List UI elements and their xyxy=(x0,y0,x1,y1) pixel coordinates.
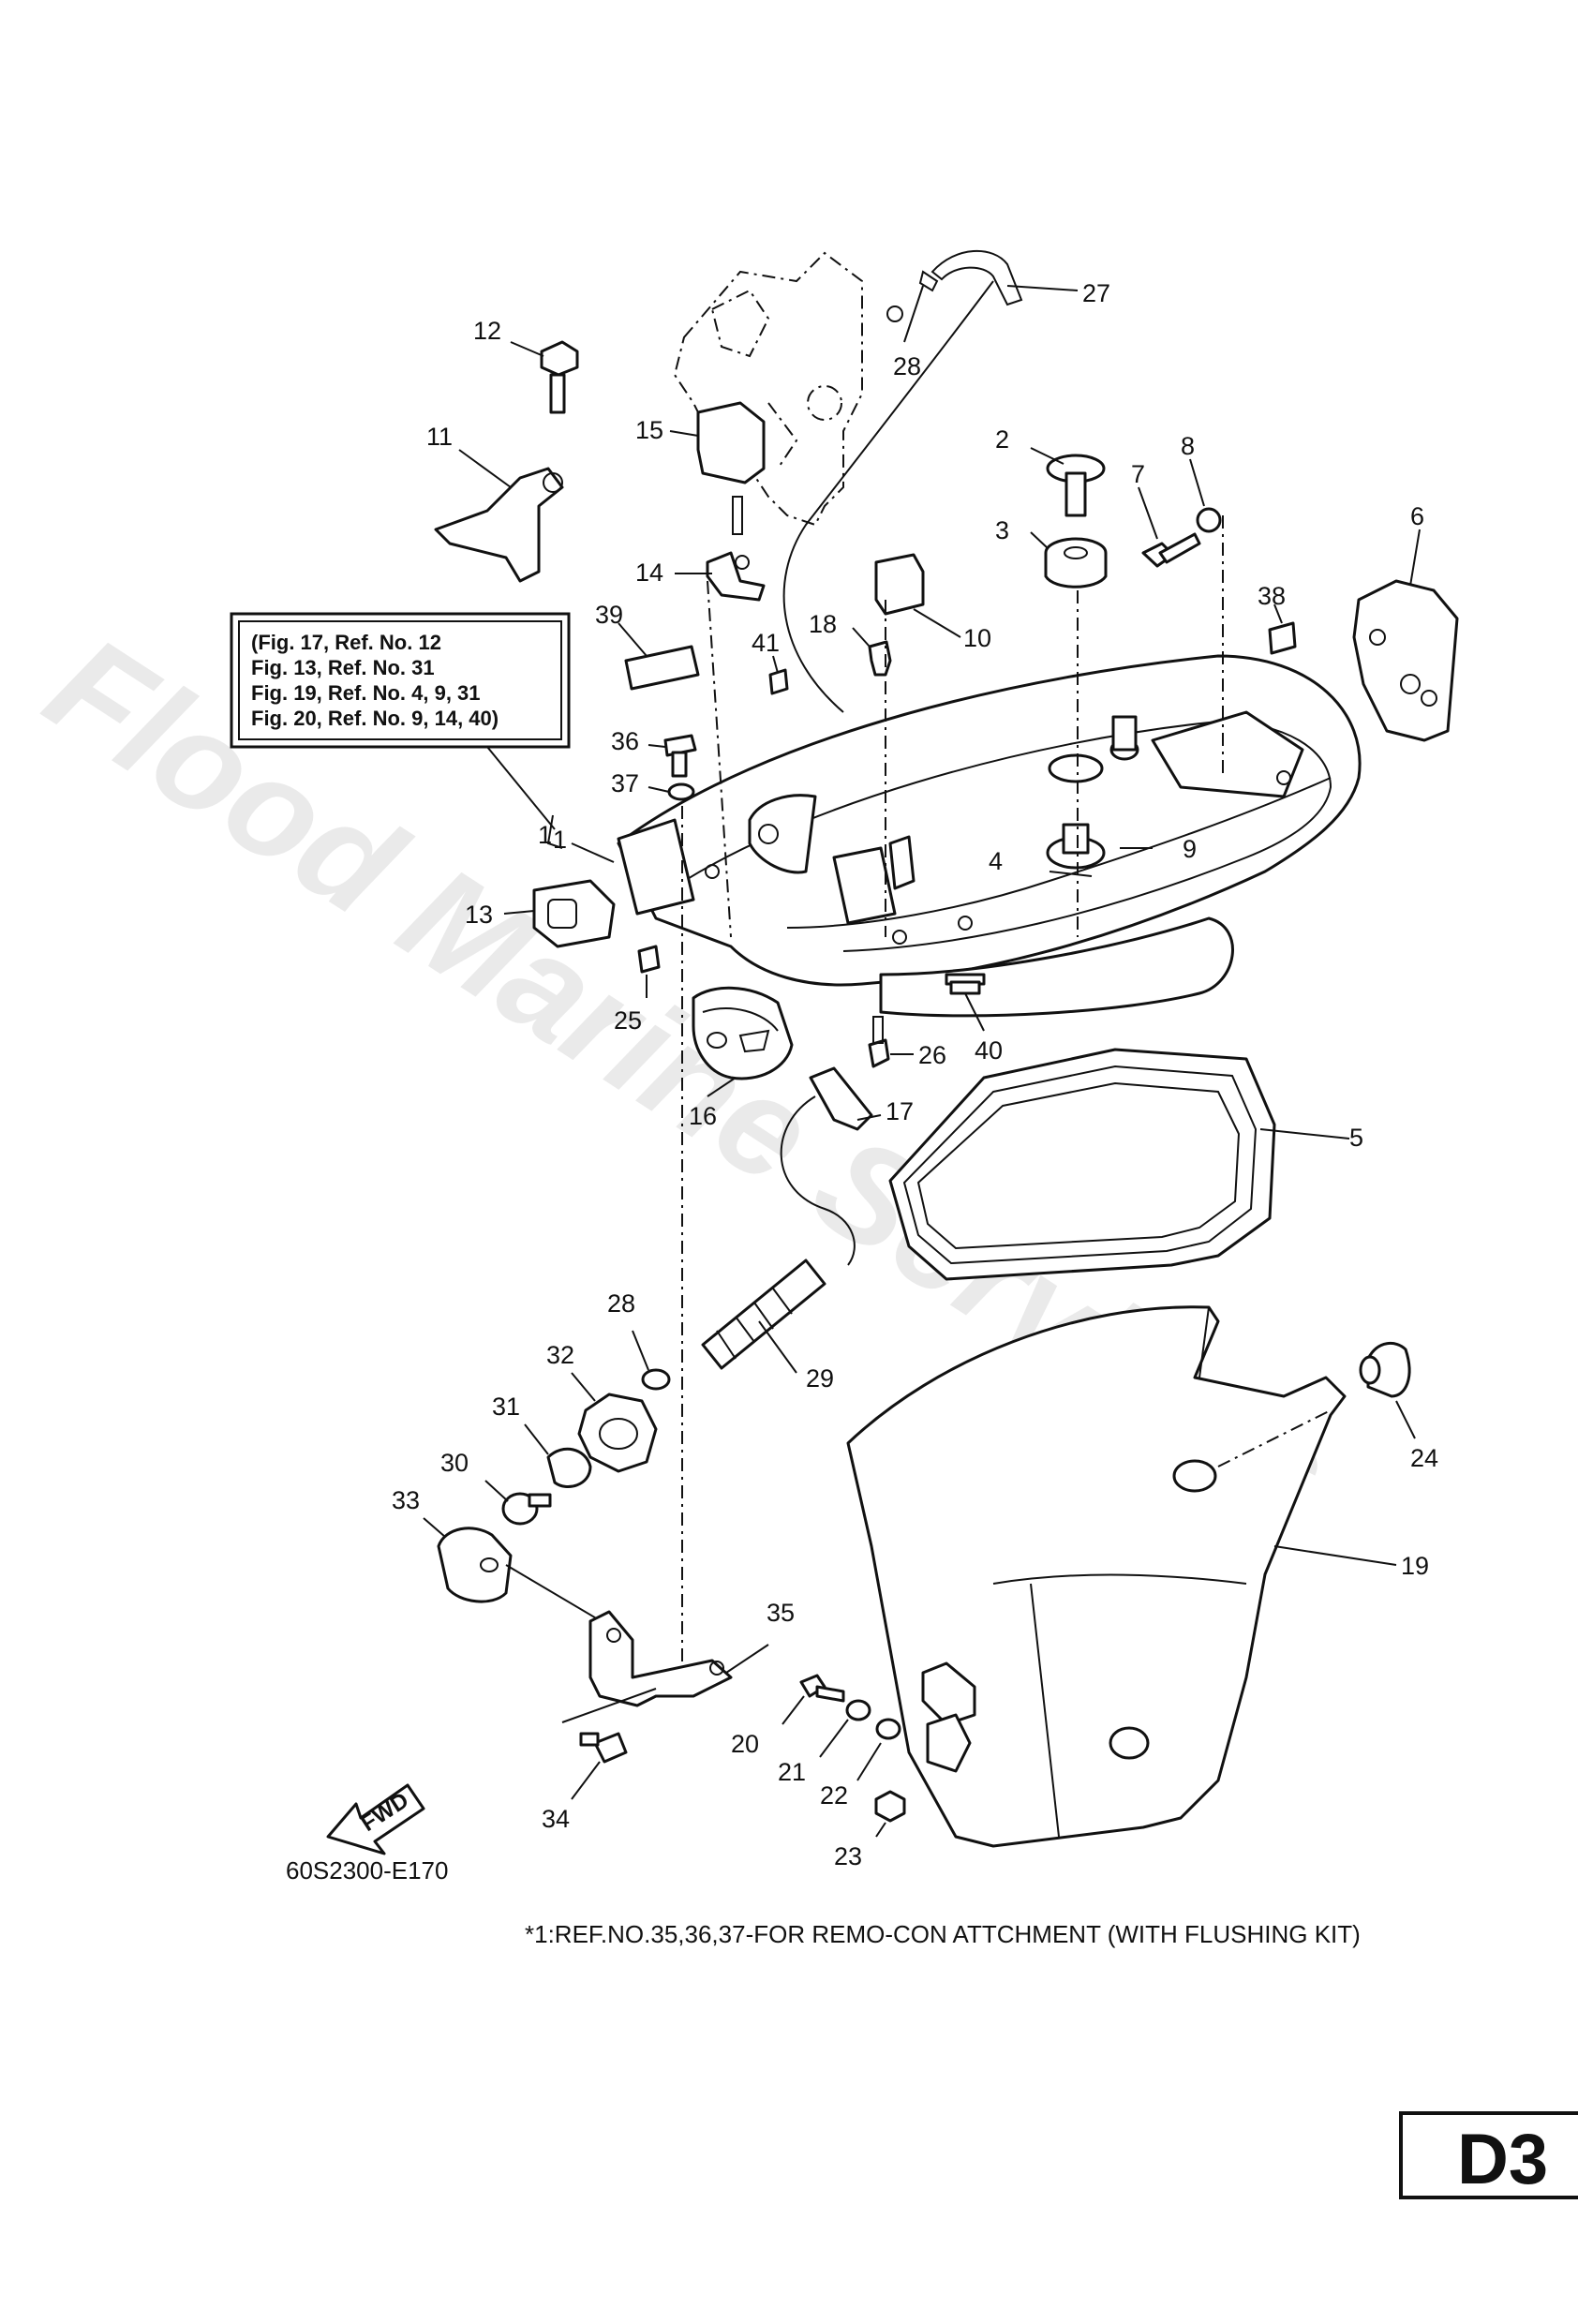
page-code-box: D3 xyxy=(1399,2111,1578,2199)
reference-line-3: Fig. 19, Ref. No. 4, 9, 31 xyxy=(251,681,481,705)
part-12-bolt xyxy=(510,340,579,414)
part-39-label xyxy=(618,622,700,691)
callout-8: 8 xyxy=(1181,432,1195,460)
footnote-marker: 1 xyxy=(538,821,552,849)
callout-37: 37 xyxy=(611,769,639,797)
part-25-tag xyxy=(637,945,661,998)
part-1-bottom-cowling xyxy=(546,654,1362,1018)
part-5-gasket xyxy=(888,1048,1350,1281)
callout-27: 27 xyxy=(1082,279,1110,307)
part-26-screw xyxy=(868,1016,914,1068)
part-7-bolt xyxy=(1138,486,1201,568)
callout-23: 23 xyxy=(834,1842,862,1870)
callout-29: 29 xyxy=(806,1364,834,1393)
callout-14: 14 xyxy=(635,559,663,587)
part-38-label xyxy=(1268,603,1297,655)
page-code: D3 xyxy=(1457,2120,1548,2199)
callout-40: 40 xyxy=(975,1036,1003,1065)
part-17-seal xyxy=(809,1066,882,1131)
callout-20: 20 xyxy=(731,1730,759,1758)
part-33-cap xyxy=(423,1517,610,1627)
part-29-flush-hose xyxy=(701,1259,826,1374)
callout-1: 1 xyxy=(553,826,567,854)
callout-4: 4 xyxy=(989,847,1003,875)
part-11-bracket xyxy=(434,449,564,583)
alignment-centerline-2 xyxy=(707,580,732,938)
part-22-washer xyxy=(856,1718,901,1781)
part-32-nut xyxy=(571,1372,658,1473)
callout-41: 41 xyxy=(752,629,780,657)
callout-10: 10 xyxy=(963,624,991,652)
part-40-tag xyxy=(949,980,985,1032)
part-6-plate xyxy=(1352,529,1459,742)
callout-39: 39 xyxy=(595,601,623,629)
callout-17: 17 xyxy=(886,1097,914,1125)
callout-19: 19 xyxy=(1401,1552,1429,1580)
part-13-grommet xyxy=(503,879,616,948)
callout-6: 6 xyxy=(1410,502,1424,530)
callout-7: 7 xyxy=(1131,460,1145,488)
callout-30: 30 xyxy=(440,1449,469,1477)
part-19-lower-apron xyxy=(846,1305,1397,1848)
part-15-block xyxy=(669,401,766,484)
callout-25: 25 xyxy=(614,1006,642,1035)
callout-33: 33 xyxy=(392,1486,420,1514)
diagram-code: 60S2300-E170 xyxy=(286,1856,448,1885)
callout-numbers: 1 2 3 4 5 6 7 8 9 10 11 12 13 14 15 16 1… xyxy=(392,279,1438,1870)
part-28-clip-lower xyxy=(632,1330,671,1391)
part-8-washer xyxy=(1189,458,1222,533)
part-31-washer xyxy=(524,1423,592,1488)
callout-11: 11 xyxy=(426,423,453,451)
footnote-marker-text: 1 xyxy=(538,821,552,849)
part-3-grommet xyxy=(1030,531,1108,588)
callout-34: 34 xyxy=(542,1805,570,1833)
callout-18: 18 xyxy=(809,610,837,638)
part-24-grommet xyxy=(1359,1341,1416,1439)
callout-31: 31 xyxy=(492,1393,520,1421)
reference-line-4: Fig. 20, Ref. No. 9, 14, 40) xyxy=(251,707,499,730)
reference-line-1: (Fig. 17, Ref. No. 12 xyxy=(251,631,441,654)
part-23-nut xyxy=(874,1790,906,1838)
part-28-clip-top xyxy=(886,270,939,343)
callout-3: 3 xyxy=(995,516,1009,544)
engine-block-outline xyxy=(673,251,863,527)
callout-32: 32 xyxy=(546,1341,574,1369)
cable-path xyxy=(780,1095,856,1266)
callout-38: 38 xyxy=(1258,582,1286,610)
fwd-arrow: FWD xyxy=(326,1783,425,1855)
callout-28-lower: 28 xyxy=(607,1289,635,1318)
part-34-screw xyxy=(571,1732,628,1800)
callout-13: 13 xyxy=(465,901,493,929)
part-16-cover xyxy=(692,986,794,1097)
part-20-bolt xyxy=(782,1674,845,1725)
footnote-text: *1:REF.NO.35,36,37-FOR REMO-CON ATTCHMEN… xyxy=(525,1920,1361,1948)
part-35-bracket xyxy=(561,1610,769,1723)
part-21-washer xyxy=(819,1699,871,1758)
callout-9: 9 xyxy=(1183,835,1197,863)
callout-22: 22 xyxy=(820,1781,848,1810)
callout-24: 24 xyxy=(1410,1444,1438,1472)
callout-15: 15 xyxy=(635,416,663,444)
callout-35: 35 xyxy=(767,1599,795,1627)
part-2-bolt xyxy=(1030,447,1106,517)
part-30-plug xyxy=(484,1480,552,1526)
callout-16: 16 xyxy=(689,1102,717,1130)
reference-line-2: Fig. 13, Ref. No. 31 xyxy=(251,656,435,679)
callout-36: 36 xyxy=(611,727,639,755)
part-37-washer xyxy=(648,782,695,801)
callout-28-top: 28 xyxy=(893,352,921,380)
part-36-bolt xyxy=(648,734,697,778)
reference-box: (Fig. 17, Ref. No. 12 Fig. 13, Ref. No. … xyxy=(230,612,571,830)
callout-2: 2 xyxy=(995,425,1009,454)
part-10-cap xyxy=(874,553,961,638)
part-14-clip xyxy=(675,496,766,602)
callout-12: 12 xyxy=(473,317,501,345)
callout-5: 5 xyxy=(1349,1124,1363,1152)
part-41-tag xyxy=(768,655,789,695)
callout-21: 21 xyxy=(778,1758,806,1786)
part-27-hose xyxy=(782,249,1079,713)
callout-26: 26 xyxy=(918,1041,946,1069)
